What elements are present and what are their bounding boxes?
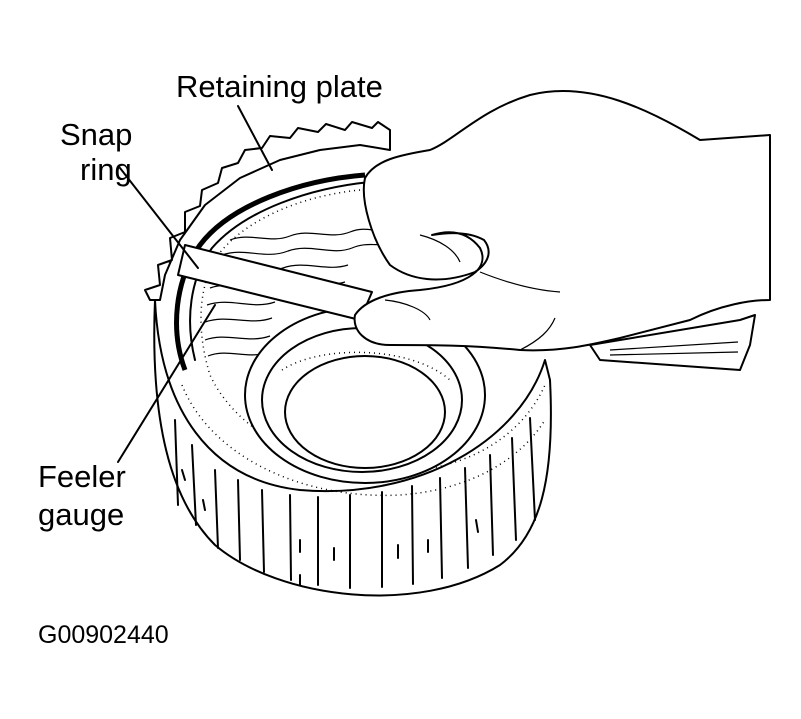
drum-spline-slots [181,469,479,587]
retaining-plate-edge [189,181,371,361]
retaining-plate-label: Retaining plate [176,69,383,104]
wavy-clutch-plates [204,228,383,357]
feeler-gauge-leader [117,304,216,463]
snap-ring-label-line1: Snap [60,117,133,152]
retaining-plate-leader [237,105,273,171]
hand [353,90,771,352]
snap-ring-label-line2: ring [80,152,132,187]
friction-disc-dots-outer [181,384,546,497]
hand-finger-creases [384,234,561,351]
snap-ring-leader [119,167,199,269]
drum-toothed-rim [144,121,391,301]
hub-inner-ring [284,355,446,469]
feeler-gauge-label-line1: Feeler [38,459,126,494]
snap-ring [174,172,366,371]
drum-splines [174,417,536,589]
feeler-gauge-handle-lines [609,341,739,356]
feeler-gauge-handle [589,314,756,371]
figure-code: G00902440 [38,621,169,649]
friction-disc-dots [200,189,546,473]
drum-body [153,299,552,597]
feeler-gauge-label-line2: gauge [38,497,125,532]
